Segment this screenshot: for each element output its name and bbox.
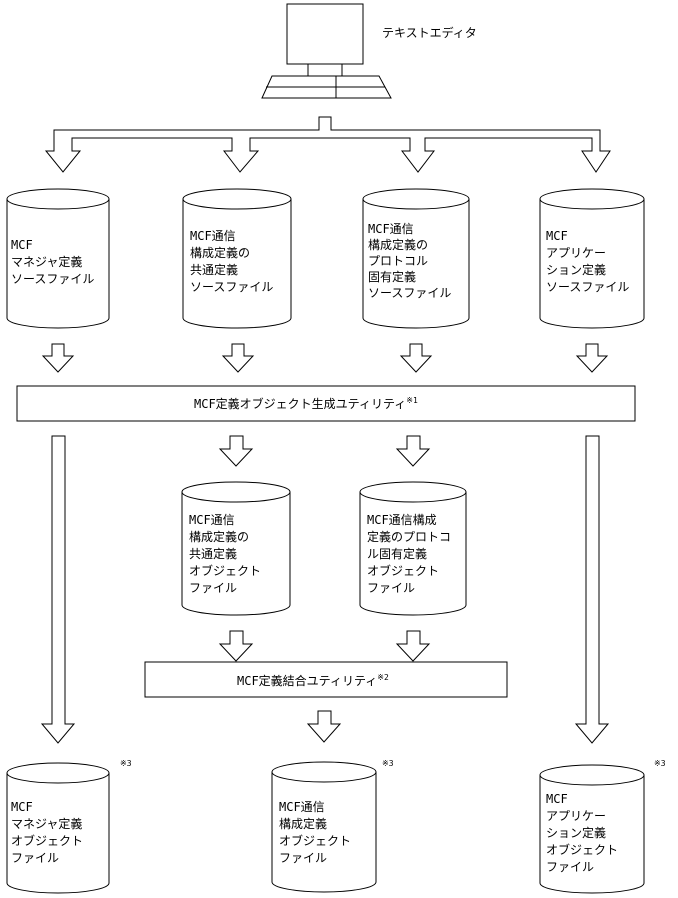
utility2-label: MCF定義結合ユティリティ※2 xyxy=(237,673,389,688)
source-file-cylinder xyxy=(362,188,470,329)
flow-arrow xyxy=(218,435,254,467)
source-file-cylinder xyxy=(182,188,292,329)
flow-arrow xyxy=(221,343,255,373)
object-file-note: ※3 xyxy=(120,759,132,768)
intermediate-file-label: MCF通信構成 定義のプロトコ ル固有定義 オブジェクト ファイル xyxy=(367,513,458,595)
object-file-cylinder xyxy=(6,762,110,894)
object-file-note: ※3 xyxy=(654,759,666,768)
source-file-label: MCF アプリケー ション定義 ソースファイル xyxy=(546,229,629,294)
source-file-cylinder xyxy=(539,188,645,329)
object-file-label: MCF通信 構成定義 オブジェクト ファイル xyxy=(279,800,358,865)
source-file-label: MCF通信 構成定義の プロトコル 固有定義 ソースファイル xyxy=(368,222,451,300)
flow-arrow xyxy=(306,710,342,743)
flow-arrow xyxy=(575,343,609,373)
flow-arrow xyxy=(395,435,431,467)
long-flow-arrow xyxy=(40,435,76,744)
computer-icon xyxy=(261,3,392,99)
flow-arrow xyxy=(41,343,75,373)
editor-label: テキストエディタ xyxy=(382,25,477,40)
object-file-note: ※3 xyxy=(382,759,394,768)
object-file-cylinder xyxy=(271,761,377,893)
long-flow-arrow xyxy=(574,435,610,744)
object-file-cylinder xyxy=(539,764,645,894)
source-file-label: MCF マネジャ定義 ソースファイル xyxy=(11,238,94,286)
flow-arrow xyxy=(218,630,254,662)
utility1-box xyxy=(16,385,636,422)
object-file-label: MCF アプリケー ション定義 オブジェクト ファイル xyxy=(546,792,625,874)
utility2-box xyxy=(144,661,508,698)
flow-arrow xyxy=(395,630,431,662)
flow-arrow xyxy=(399,343,433,373)
intermediate-file-label: MCF通信 構成定義の 共通定義 オブジェクト ファイル xyxy=(189,513,268,595)
object-file-label: MCF マネジャ定義 オブジェクト ファイル xyxy=(11,800,90,865)
intermediate-file-cylinder xyxy=(181,481,291,616)
distribution-arrows xyxy=(44,116,611,173)
source-file-label: MCF通信 構成定義の 共通定義 ソースファイル xyxy=(190,229,273,294)
source-file-cylinder xyxy=(6,188,110,329)
intermediate-file-cylinder xyxy=(359,481,467,616)
utility1-label: MCF定義オブジェクト生成ユティリティ※1 xyxy=(194,396,418,411)
